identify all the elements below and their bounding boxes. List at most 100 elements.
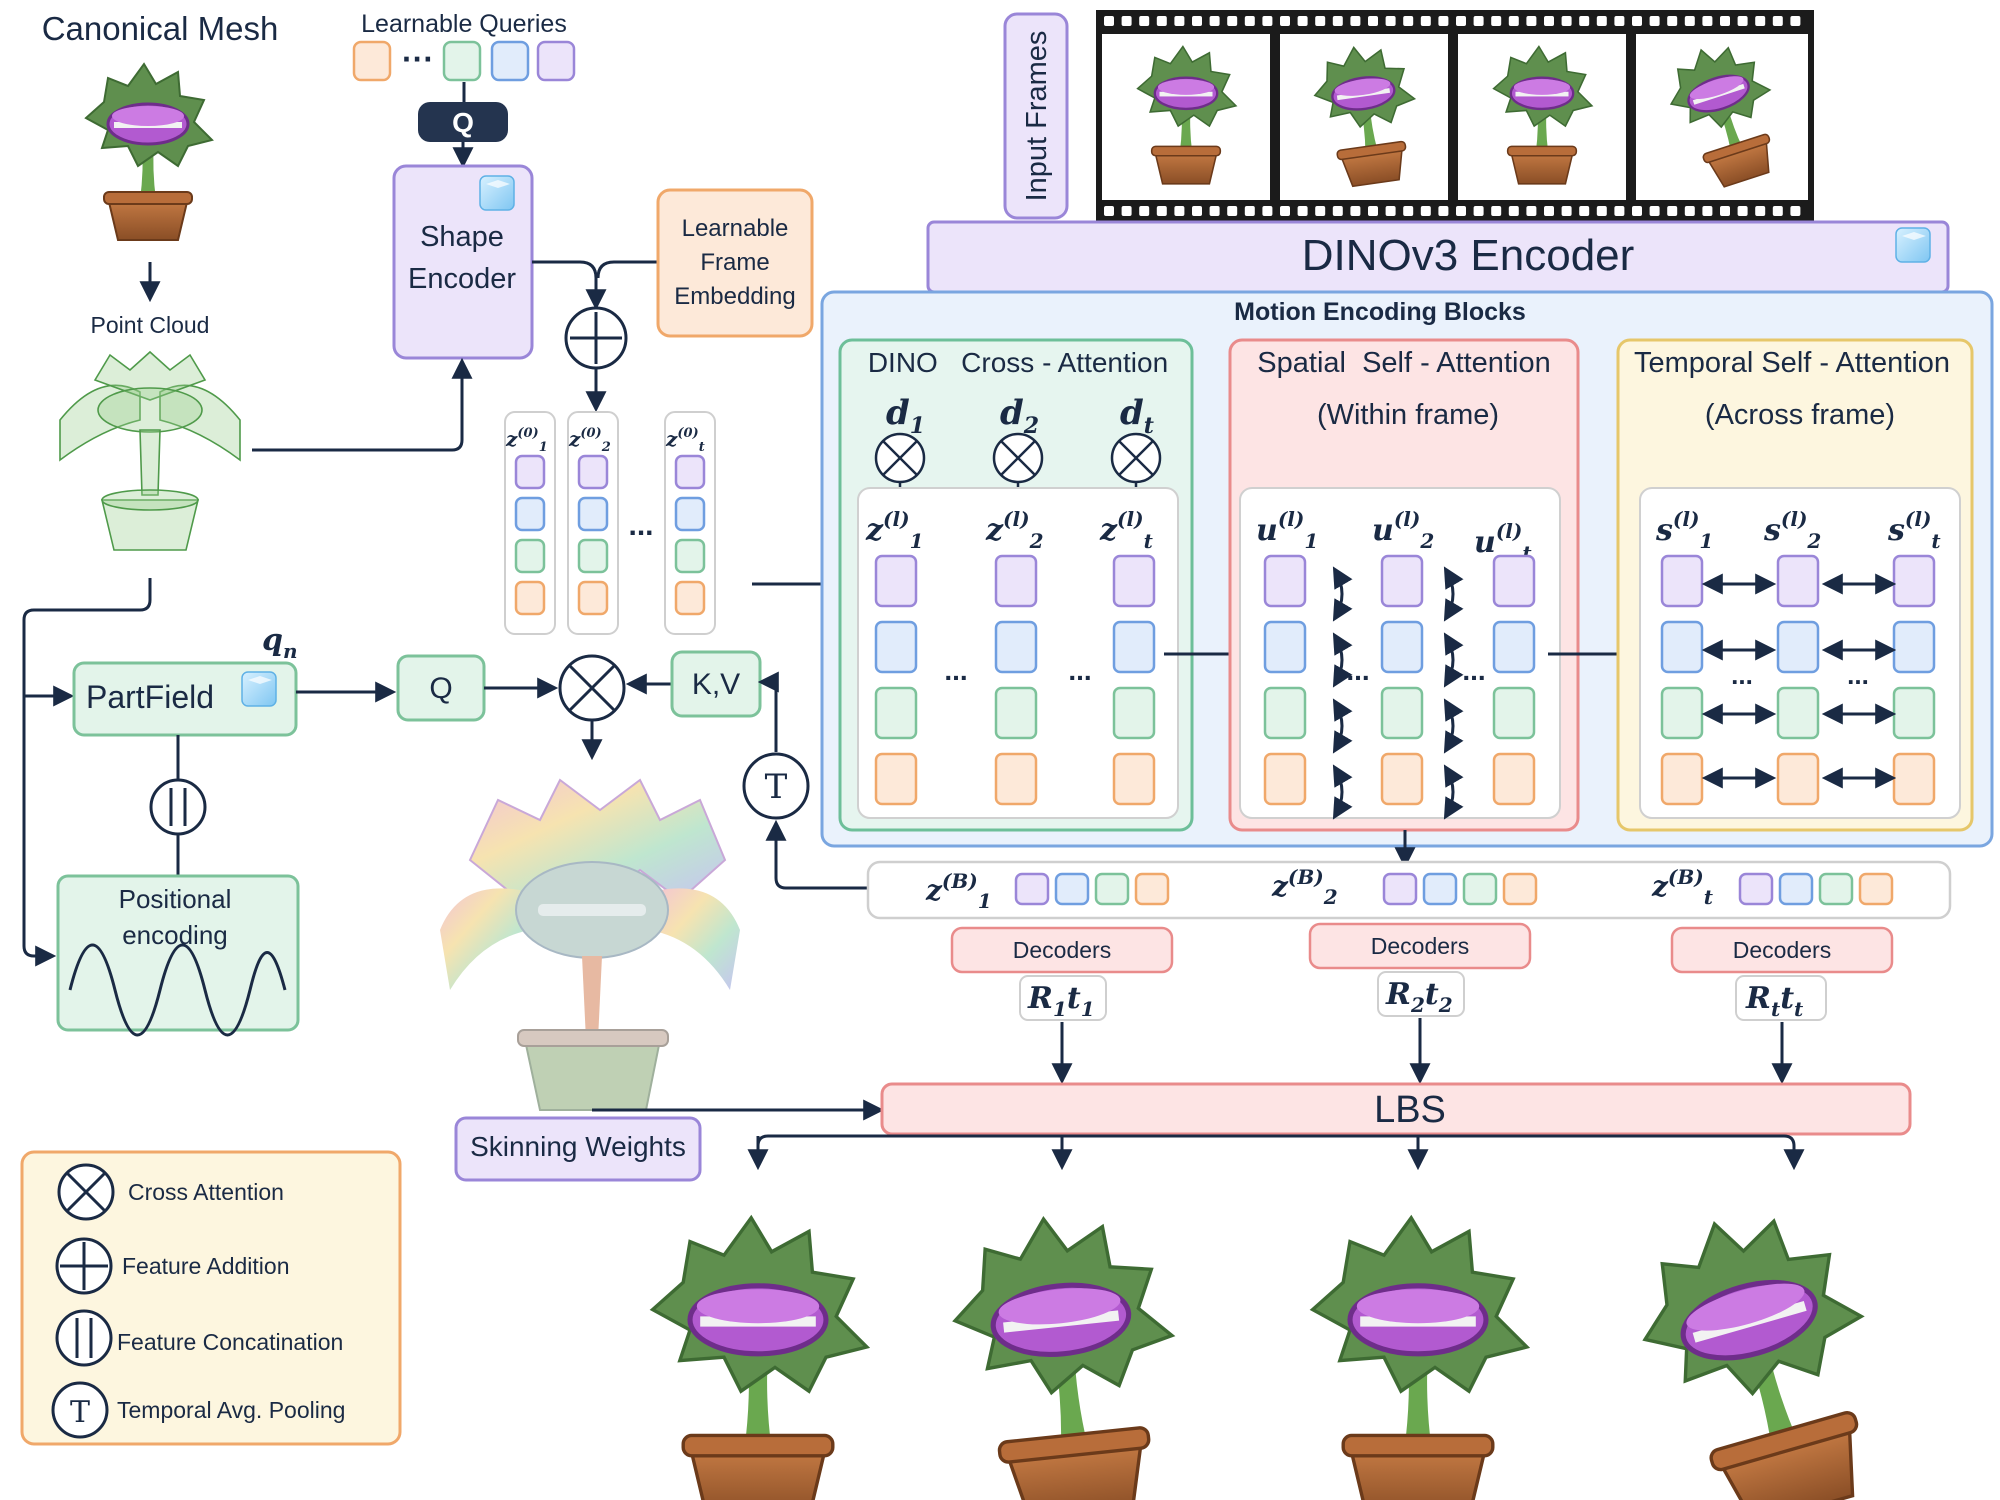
line-pointcloud-to-partfield — [22, 578, 152, 967]
z0-token-3-orange — [674, 580, 706, 616]
partfield-box — [72, 661, 298, 737]
shape-encoder-label-1: Shape — [420, 221, 504, 253]
film-hole-bottom — [1403, 206, 1414, 216]
film-hole-bottom — [1192, 206, 1202, 216]
lbs-label: LBS — [1374, 1089, 1446, 1131]
film-hole-top — [1561, 16, 1572, 26]
skinning-weights-plant-image — [440, 778, 740, 1111]
film-hole-bottom — [1667, 206, 1678, 216]
input-frames-label: Input Frames — [1021, 31, 1053, 202]
ul-token-3-purple — [1492, 554, 1536, 608]
film-hole-bottom — [1684, 206, 1695, 216]
dino-dots-2: ... — [1068, 655, 1091, 686]
sl-token-3-green — [1892, 686, 1936, 740]
legend-cross-b — [65, 1171, 107, 1213]
decoders-label-t: Decoders — [1733, 937, 1831, 963]
d-label-t: dt — [1120, 393, 1154, 439]
film-hole-top — [1649, 16, 1660, 26]
z0-token-2-green — [577, 538, 609, 574]
sl-token-2-purple — [1776, 554, 1820, 608]
film-hole-bottom — [1227, 206, 1238, 216]
zl-token-3-blue — [1112, 620, 1156, 674]
legend-box — [20, 1150, 402, 1446]
d-label-2: d2 — [1000, 393, 1039, 439]
z0-token-3-purple — [674, 454, 706, 490]
zl-token-2-purple — [994, 554, 1038, 608]
film-hole-top — [1297, 16, 1308, 26]
spatial-arrow-1-2 — [1332, 632, 1353, 688]
z0-token-1-purple — [514, 454, 546, 490]
legend-feature-concatenation-icon — [55, 1309, 113, 1367]
dino-cross-line-b-3 — [1118, 440, 1154, 476]
spatial-dots-2: ... — [1462, 655, 1485, 686]
film-hole-top — [1491, 16, 1502, 26]
film-hole-bottom — [1420, 206, 1431, 216]
skinning-weights-box — [454, 1116, 702, 1182]
film-hole-top — [1315, 16, 1326, 26]
sine-wave-icon — [68, 943, 287, 1037]
spatial-arrow-1-1 — [1332, 566, 1353, 622]
z0-token-1-blue — [514, 496, 546, 532]
kv-box-label: K,V — [692, 668, 740, 701]
zb-token-2-blue — [1422, 872, 1458, 906]
zb-label-1: z(B)1 — [925, 869, 992, 913]
spatial-arrow-2-2 — [1443, 632, 1464, 688]
output-plant-1 — [653, 1218, 867, 1500]
film-hole-bottom — [1244, 206, 1255, 216]
dino-cross-line-b-1 — [882, 440, 918, 476]
ul-token-2-green — [1380, 686, 1424, 740]
film-hole-bottom — [1297, 206, 1308, 216]
point-cloud-label: Point Cloud — [91, 312, 210, 338]
zl-token-2-green — [994, 686, 1038, 740]
film-hole-bottom — [1139, 206, 1150, 216]
query-token-blue — [490, 40, 530, 82]
film-hole-bottom — [1174, 206, 1185, 216]
skinning-weights-label: Skinning Weights — [470, 1131, 686, 1162]
sl-token-1-orange — [1660, 752, 1704, 806]
qn-label: qn — [262, 623, 298, 663]
sl-token-1-purple — [1660, 554, 1704, 608]
z0-label-t: z(0)t — [665, 426, 705, 455]
film-hole-top — [1174, 16, 1185, 26]
film-hole-bottom — [1104, 206, 1114, 216]
film-hole-top — [1104, 16, 1114, 26]
film-hole-bottom — [1561, 206, 1572, 216]
film-hole-bottom — [1280, 206, 1290, 216]
film-hole-top — [1790, 16, 1801, 26]
sl-token-2-blue — [1776, 620, 1820, 674]
positional-label-1: Positional — [119, 884, 232, 914]
film-hole-top — [1332, 16, 1343, 26]
sl-label-1: s(l)1 — [1655, 507, 1713, 553]
spatial-arrow-1-3 — [1332, 698, 1353, 754]
rt-label-t: Rttt — [1745, 981, 1804, 1021]
z0-ellipsis: ... — [628, 509, 653, 542]
query-ellipsis: ··· — [402, 41, 434, 77]
sl-label-2: s(l)2 — [1763, 507, 1821, 553]
decoders-label-2: Decoders — [1371, 933, 1469, 959]
zb-token-t-green — [1818, 872, 1854, 906]
line-zb-to-t — [765, 819, 868, 890]
sl-token-2-orange — [1776, 752, 1820, 806]
film-hole-bottom — [1737, 206, 1748, 216]
positional-encoding-box — [56, 874, 300, 1032]
decoders-box-t — [1670, 926, 1894, 974]
zb-token-1-green — [1094, 872, 1130, 906]
film-hole-top — [1456, 16, 1466, 26]
film-hole-top — [1420, 16, 1431, 26]
film-hole-bottom — [1368, 206, 1378, 216]
line-shape-to-add — [532, 260, 607, 311]
film-hole-bottom — [1385, 206, 1396, 216]
rt-box-1 — [1019, 975, 1107, 1021]
film-hole-top — [1209, 16, 1220, 26]
zl-token-3-orange — [1112, 752, 1156, 806]
learnable-frame-embedding-box — [656, 188, 814, 338]
sl-labels: s(l)1 s(l)2 s(l)t — [1655, 507, 1941, 553]
legend-temporal-symbol: T — [70, 1395, 90, 1430]
temporal-dots-2: ... — [1847, 660, 1869, 690]
film-hole-top — [1473, 16, 1484, 26]
across-frame-label: (Across frame) — [1705, 399, 1895, 431]
film-holes — [1104, 16, 1801, 216]
feature-concatenation-icon — [149, 778, 207, 836]
query-token-green — [442, 40, 482, 82]
film-hole-bottom — [1156, 206, 1167, 216]
